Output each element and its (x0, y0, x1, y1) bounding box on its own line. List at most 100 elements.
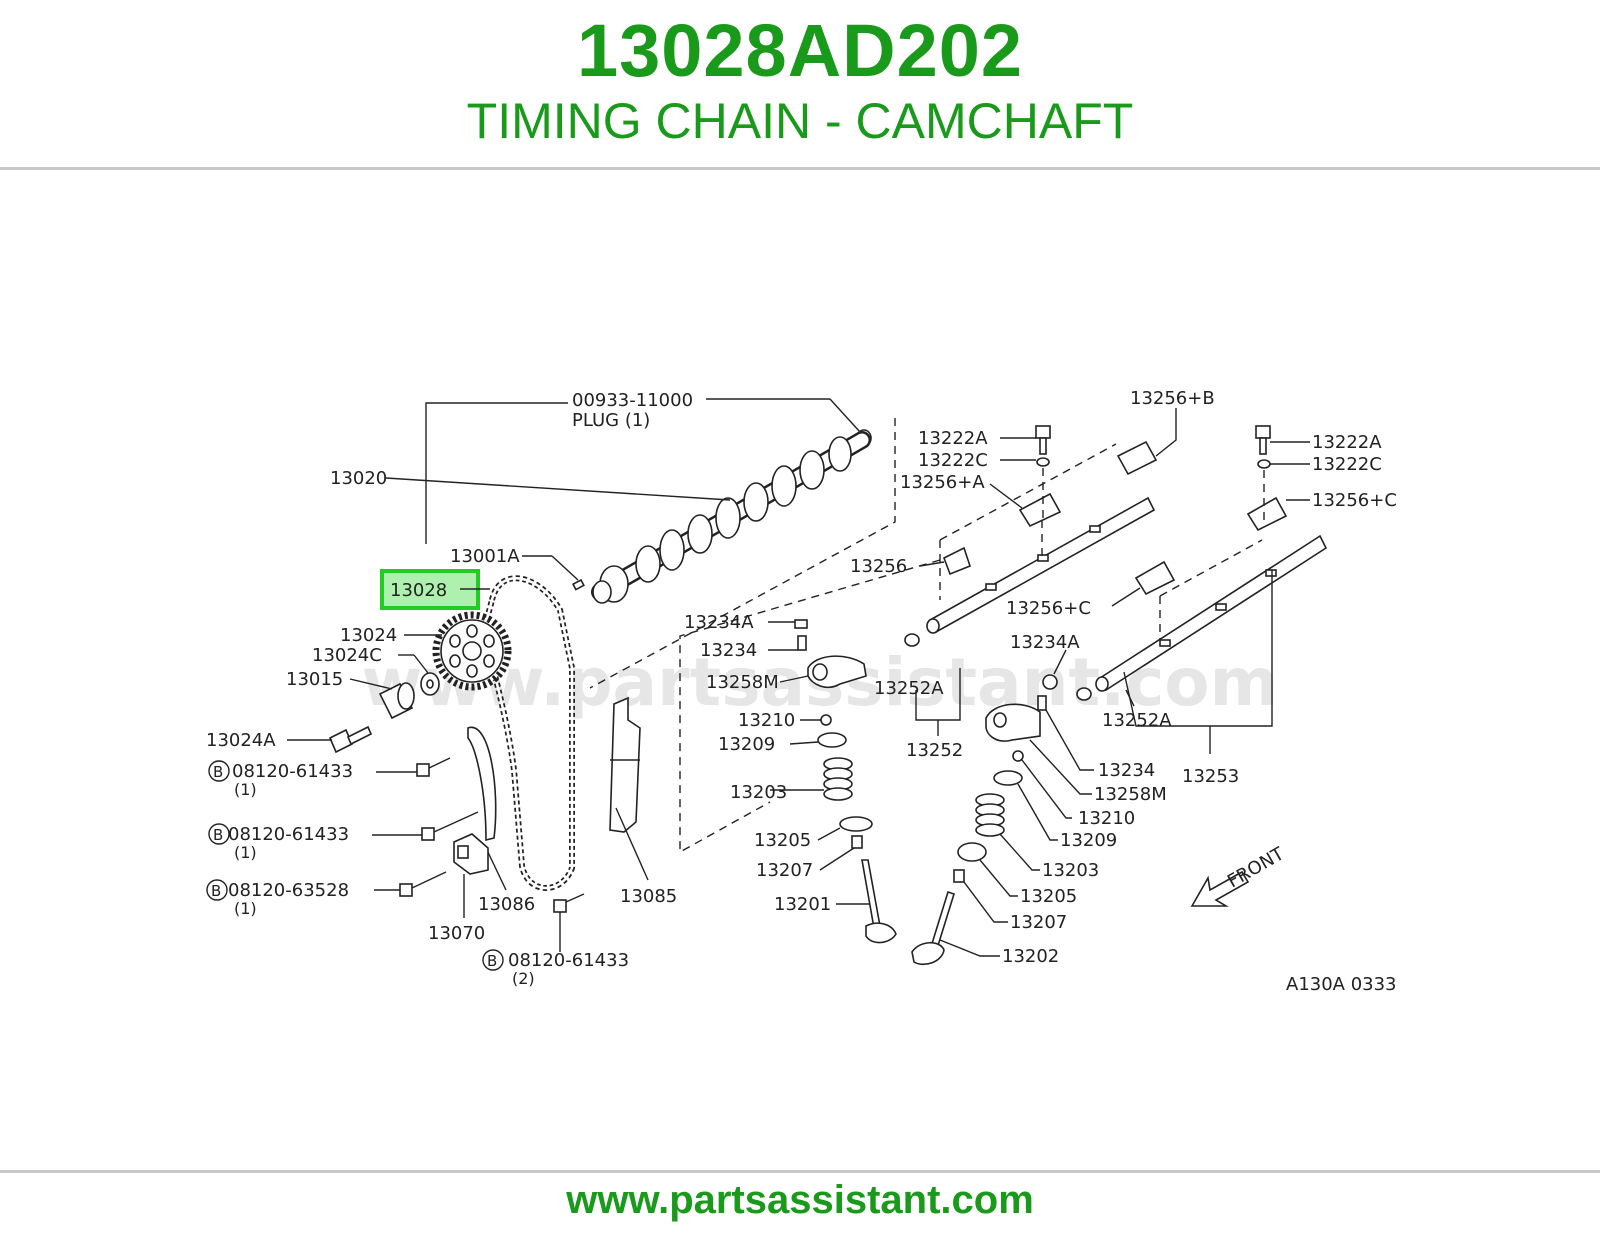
retainer-left-part (817, 732, 847, 748)
label-13209-right: 13209 (1060, 830, 1117, 851)
spacer-13015-part (378, 682, 415, 720)
bolt-b1-marker: B (213, 763, 223, 781)
dashed-outline-valve (679, 559, 941, 854)
label-bolt2: 08120-61433 (228, 824, 349, 845)
valve-key-right-part (1012, 750, 1024, 762)
label-13201: 13201 (774, 894, 831, 915)
label-13210-right: 13210 (1078, 808, 1135, 829)
label-bolt4-qty: (2) (512, 969, 535, 988)
13001a-leader-b (551, 555, 579, 581)
label-13222a-right: 13222A (1312, 432, 1382, 453)
label-bolt3-qty: (1) (234, 899, 257, 918)
adjuster-nut-right-part (1042, 674, 1058, 690)
retainer-right-part (993, 770, 1023, 786)
label-bolt1: 08120-61433 (232, 761, 353, 782)
label-13070: 13070 (428, 923, 485, 944)
bolt-13024a-part (328, 725, 373, 754)
front-label: FRONT (1224, 843, 1289, 892)
spring-seat-left-part (839, 816, 873, 832)
label-13209-left: 13209 (718, 734, 775, 755)
13085-leader (615, 807, 649, 881)
label-13028: 13028 (390, 580, 447, 601)
label-13222c-left: 13222C (918, 450, 988, 471)
label-13020: 13020 (330, 468, 387, 489)
tensioner-13070-part (453, 833, 489, 875)
bolt-b4-part (553, 893, 585, 913)
label-13256c-mid: 13256+C (1006, 598, 1091, 619)
label-bolt1-qty: (1) (234, 780, 257, 799)
label-bolt4: 08120-61433 (508, 950, 629, 971)
bolt-13222a-left-part (1035, 425, 1051, 455)
label-13234-right: 13234 (1098, 760, 1155, 781)
part-name-subtitle: TIMING CHAIN - CAMCHAFT (466, 93, 1134, 149)
label-13024: 13024 (340, 625, 397, 646)
label-13256a: 13256+A (900, 472, 985, 493)
rocker-shaft-13252-part (926, 496, 1156, 634)
parts-diagram: www.partsassistant.com (206, 388, 1397, 995)
label-13024a: 13024A (206, 730, 276, 751)
label-13015: 13015 (286, 669, 343, 690)
label-13256b: 13256+B (1130, 388, 1215, 409)
plug-bracket-line (425, 402, 568, 544)
label-13234a-left: 13234A (684, 612, 754, 633)
washer-13222c-right-part (1257, 459, 1271, 469)
13024c-leader-b (413, 654, 429, 674)
label-13210-left: 13210 (738, 710, 795, 731)
label-plug-text: PLUG (1) (572, 410, 650, 431)
label-13256c-right: 13256+C (1312, 490, 1397, 511)
label-13205-right: 13205 (1020, 886, 1077, 907)
bolt-b3-marker: B (211, 882, 221, 900)
shaft-support-13256b-part (1116, 440, 1158, 476)
shaft-plug-right-part (1076, 687, 1092, 701)
label-13252a-right: 13252A (1102, 710, 1172, 731)
bolt-b2-marker: B (213, 826, 223, 844)
valve-spring-left-part (823, 757, 853, 801)
rocker-shaft-13253-part (1095, 534, 1328, 692)
figure-code: A130A 0333 (1286, 974, 1397, 995)
plug-leader-diag (829, 398, 861, 433)
camshaft-part (591, 431, 871, 604)
slack-guide-13085-part (609, 696, 641, 833)
label-13086: 13086 (478, 894, 535, 915)
label-13207-left: 13207 (756, 860, 813, 881)
part-number-title: 13028AD202 (576, 9, 1024, 92)
valve-spring-right-part (975, 793, 1005, 837)
bolt-b1-part (416, 757, 451, 777)
adjuster-nut-left-part (794, 619, 808, 629)
valve-key-left-part (820, 714, 832, 726)
bolt-b3-part (399, 871, 447, 897)
adjuster-screw-left-part (797, 635, 807, 651)
label-13222c-right: 13222C (1312, 454, 1382, 475)
label-13085: 13085 (620, 886, 677, 907)
footer-website: www.partsassistant.com (566, 1178, 1034, 1222)
label-13205-left: 13205 (754, 830, 811, 851)
front-arrow-icon (1190, 870, 1250, 907)
label-13203-left: 13203 (730, 782, 787, 803)
shaft-support-13256c-mid-part (1134, 560, 1176, 596)
label-bolt2-qty: (1) (234, 843, 257, 862)
camshaft-leader (385, 477, 731, 501)
dowel-pin-part (571, 578, 585, 591)
shaft-support-13256-part (942, 546, 971, 576)
timing-chain-part (480, 575, 575, 891)
label-13256: 13256 (850, 556, 907, 577)
bolt-b2-part (421, 811, 479, 841)
valve-seal-right-part (953, 869, 965, 883)
valve-13201-part (861, 859, 897, 944)
label-bolt3: 08120-63528 (228, 880, 349, 901)
label-13258m-right: 13258M (1094, 784, 1167, 805)
shaft-support-13256c-right-part (1246, 496, 1288, 532)
label-13024c: 13024C (312, 645, 382, 666)
label-13258m-left: 13258M (706, 672, 779, 693)
adjuster-screw-right-part (1037, 695, 1047, 711)
label-13202: 13202 (1002, 946, 1059, 967)
label-13203-right: 13203 (1042, 860, 1099, 881)
label-13001a: 13001A (450, 546, 520, 567)
bolt-b4-marker: B (487, 952, 497, 970)
washer-13222c-left-part (1036, 457, 1050, 467)
label-13252: 13252 (906, 740, 963, 761)
shaft-plug-left-part (904, 633, 920, 647)
label-13234a-right: 13234A (1010, 632, 1080, 653)
valve-13202-part (911, 890, 955, 966)
cam-sprocket-part (432, 611, 512, 691)
